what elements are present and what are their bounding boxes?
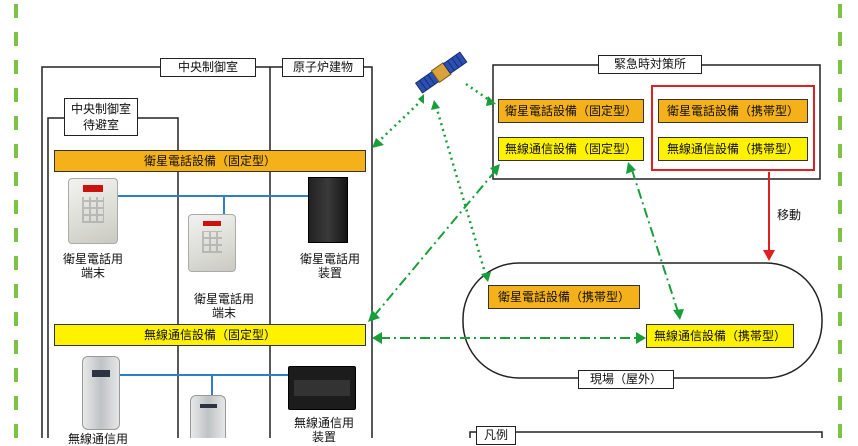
radio-terminal-1-image: [82, 356, 120, 430]
satellite-phone-terminal-2-image: [188, 214, 236, 272]
central-control-room-label: 中央制御室: [160, 58, 256, 77]
label-line: 無線通信用: [293, 416, 354, 430]
legend-title: 凡例: [476, 426, 516, 445]
radio-unit-label: 無線通信用 装置: [286, 416, 362, 444]
ec-satellite-phone-portable: 衛星電話設備（携帯型）: [658, 99, 808, 123]
satellite-phone-unit-label: 衛星電話用 装置: [292, 252, 368, 280]
satellite-icon: [414, 51, 468, 94]
label-line: 無線通信用: [67, 432, 128, 446]
radio-terminal-1-label: 無線通信用: [58, 432, 138, 446]
label-line: 衛星電話用: [62, 252, 123, 266]
label-line: 装置: [317, 266, 342, 280]
satellite-phone-unit-image: [308, 177, 348, 243]
label-line: 端末: [211, 306, 236, 320]
field-satellite-phone-portable: 衛星電話設備（携帯型）: [488, 285, 640, 309]
satellite-phone-fixed-bar: 衛星電話設備（固定型）: [54, 150, 366, 172]
ec-radio-fixed: 無線通信設備（固定型）: [498, 137, 644, 161]
satellite-phone-terminal-1-image: [68, 178, 118, 244]
field-radio-portable: 無線通信設備（携帯型）: [646, 324, 794, 348]
ec-satellite-phone-fixed: 衛星電話設備（固定型）: [498, 99, 644, 123]
evacuation-room-label-line2: 待避室: [82, 118, 119, 132]
evacuation-room-label: 中央制御室 待避室: [64, 98, 138, 136]
satellite-phone-terminal-2-label: 衛星電話用 端末: [186, 292, 262, 320]
label-line: 装置: [311, 430, 336, 444]
move-label: 移動: [777, 208, 802, 222]
radio-fixed-bar: 無線通信設備（固定型）: [54, 324, 366, 346]
field-label: 現場（屋外）: [578, 370, 674, 389]
emergency-center-label: 緊急時対策所: [598, 55, 702, 74]
evacuation-room-label-line1: 中央制御室: [70, 102, 131, 116]
radio-terminal-2-image: [190, 395, 226, 438]
label-line: 端末: [80, 266, 105, 280]
label-line: 衛星電話用: [193, 292, 254, 306]
label-line: 衛星電話用: [299, 252, 360, 266]
satellite-phone-terminal-1-label: 衛星電話用 端末: [58, 252, 128, 280]
radio-unit-image: [288, 366, 356, 410]
ec-radio-portable: 無線通信設備（携帯型）: [658, 137, 808, 161]
reactor-building-label: 原子炉建物: [282, 58, 364, 77]
